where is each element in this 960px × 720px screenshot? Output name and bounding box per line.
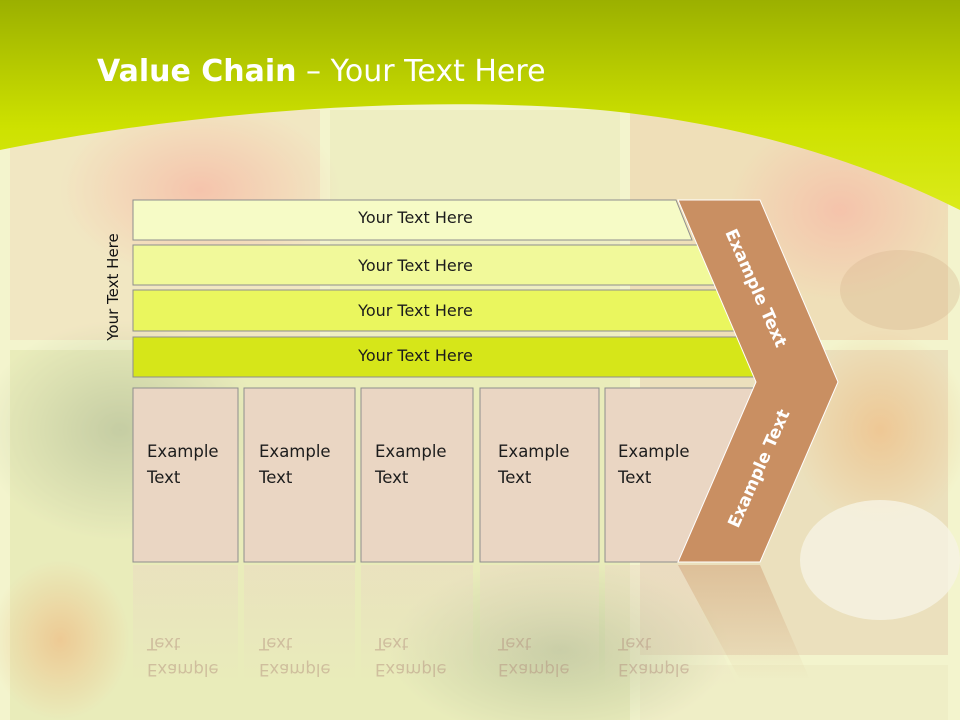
reflection-line1: Example xyxy=(618,660,690,679)
band-label-4: Your Text Here xyxy=(358,346,473,365)
reflection-line2: Text xyxy=(259,634,293,653)
box-label-reflection: Example Text xyxy=(375,630,447,682)
example-box-2 xyxy=(243,387,356,563)
box-label-reflection: Example Text xyxy=(618,630,690,682)
title-rest: – Your Text Here xyxy=(296,54,546,89)
box-label-3: Example Text xyxy=(375,439,447,491)
box-reflection xyxy=(361,565,473,685)
box-label-reflection: Example Text xyxy=(259,630,331,682)
band-label-1: Your Text Here xyxy=(358,208,473,227)
chevron-reflection xyxy=(678,565,810,680)
box-label-2-line1: Example xyxy=(259,442,331,461)
band-label-3: Your Text Here xyxy=(358,301,473,320)
box-label-4-line2: Text xyxy=(498,468,532,487)
example-box-4 xyxy=(479,387,600,563)
box-label-2: Example Text xyxy=(259,439,331,491)
example-box-3 xyxy=(360,387,474,563)
box-label-reflection: Example Text xyxy=(147,630,219,682)
box-label-1-line1: Example xyxy=(147,442,219,461)
reflection-line2: Text xyxy=(147,634,181,653)
reflection-line2: Text xyxy=(375,634,409,653)
box-reflection xyxy=(605,565,740,690)
band-1 xyxy=(132,199,693,241)
box-label-3-line2: Text xyxy=(375,468,409,487)
chevron-arrow xyxy=(677,199,839,563)
box-label-1: Example Text xyxy=(147,439,219,491)
box-label-reflection: Example Text xyxy=(498,630,570,682)
reflection-line1: Example xyxy=(498,660,570,679)
reflection-line2: Text xyxy=(498,634,532,653)
box-label-4: Example Text xyxy=(498,439,570,491)
reflection-line2: Text xyxy=(618,634,652,653)
example-box-1 xyxy=(132,387,239,563)
box-label-4-line1: Example xyxy=(498,442,570,461)
box-reflection xyxy=(480,565,599,685)
box-reflection xyxy=(244,565,355,685)
reflection-line1: Example xyxy=(375,660,447,679)
title-bold: Value Chain xyxy=(97,54,297,89)
reflection-line1: Example xyxy=(259,660,331,679)
box-label-3-line1: Example xyxy=(375,442,447,461)
box-label-5-line2: Text xyxy=(618,468,652,487)
box-label-5-line1: Example xyxy=(618,442,690,461)
box-reflection xyxy=(133,565,238,685)
box-label-5: Example Text xyxy=(618,439,690,491)
page-title: Value Chain – Your Text Here xyxy=(97,54,546,89)
box-label-2-line2: Text xyxy=(259,468,293,487)
band-label-2: Your Text Here xyxy=(358,256,473,275)
reflection-line1: Example xyxy=(147,660,219,679)
box-label-1-line2: Text xyxy=(147,468,181,487)
